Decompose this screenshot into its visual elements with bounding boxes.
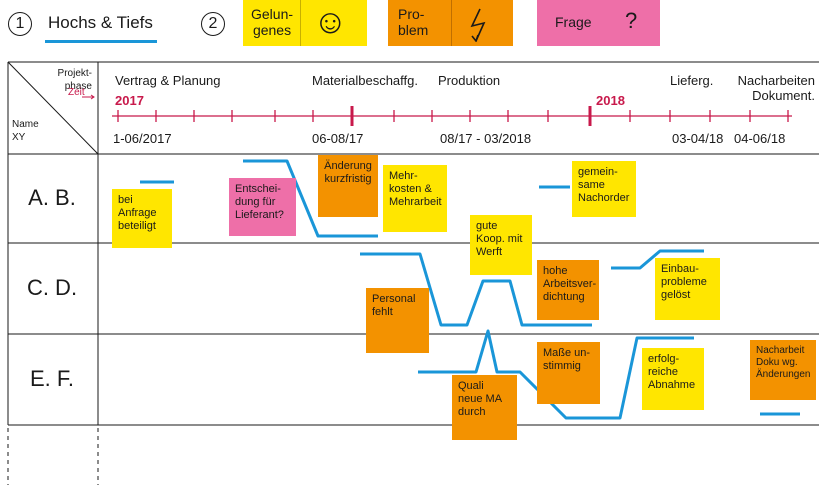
note-personal-fehlt: Personal fehlt <box>366 288 429 353</box>
row-label-ef: E. F. <box>29 366 74 391</box>
legend-problem-divider <box>451 0 452 46</box>
smiley-icon: ☺ <box>313 3 348 41</box>
note-aenderung-kurzfristig: Änderung kurzfristig <box>318 155 378 217</box>
legend-success-divider <box>300 0 301 46</box>
legend-question-label: Frage <box>555 14 592 30</box>
note-erfolgreiche-abnahme: erfolg- reiche Abnahme <box>642 348 704 410</box>
lightning-icon <box>468 8 490 47</box>
mood-curve-cd-end <box>611 249 704 270</box>
phase-produktion: Produktion <box>438 73 501 88</box>
date-3: 08/17 - 03/2018 <box>440 131 532 146</box>
header-diagonal <box>7 61 99 155</box>
date-1: 1-06/2017 <box>113 131 172 146</box>
question-mark-icon: ? <box>625 8 638 33</box>
date-4: 03-04/18 <box>672 131 724 146</box>
date-2: 06-08/17 <box>312 131 364 146</box>
note-gute-kooperation: gute Koop. mit Werft <box>470 215 532 275</box>
number-two-badge: 2 <box>201 12 225 36</box>
timeline-ticks <box>117 110 789 122</box>
note-mehrkosten: Mehr- kosten & Mehrarbeit <box>383 165 447 232</box>
legend-title: Hochs & Tiefs <box>48 13 153 32</box>
phase-vertrag-planung: Vertrag & Planung <box>115 73 221 88</box>
note-bei-anfrage: bei Anfrage beteiligt <box>112 189 172 248</box>
row-label-cd: C. D. <box>26 275 78 300</box>
year-2017: 2017 <box>115 93 144 108</box>
note-quali-neue-ma: Quali neue MA durch <box>452 375 517 440</box>
date-5: 04-06/18 <box>734 131 786 146</box>
legend-title-underline <box>45 40 157 43</box>
phase-nacharbeiten: Nacharbeiten Dokument. <box>737 73 815 103</box>
header-name-label: Name XY <box>12 119 39 143</box>
legend-question-box: Frage ? <box>537 0 660 46</box>
note-gemeinsame-nachorder: gemein- same Nachorder <box>572 161 636 217</box>
legend-success-label: Gelun- genes <box>251 6 294 38</box>
year-2018: 2018 <box>596 93 625 108</box>
note-hohe-arbeitsverdichtung: hohe Arbeitsver- dichtung <box>537 260 599 320</box>
number-one-badge: 1 <box>8 12 32 36</box>
header-zeit-label: Zeit <box>68 87 85 98</box>
legend-success-box: Gelun- genes ☺ <box>243 0 367 46</box>
mood-curve-ef-main <box>418 329 694 420</box>
header-projektphase-label: Projekt- phase <box>57 68 92 92</box>
note-nacharbeit-doku: Nacharbeit Doku wg. Änderungen <box>750 340 816 400</box>
note-einbauprobleme-geloest: Einbau- probleme gelöst <box>655 258 720 320</box>
note-masse-unstimmig: Maße un- stimmig <box>537 342 600 404</box>
row-label-ab: A. B. <box>28 185 76 210</box>
mood-curve-cd-main <box>360 252 592 327</box>
legend-problem-label: Pro- blem <box>398 6 429 38</box>
mood-curve-ab-main <box>243 159 378 238</box>
note-entscheidung-lieferant: Entschei- dung für Lieferant? <box>229 178 296 236</box>
phase-materialbeschaffung: Materialbeschaffg. <box>312 73 418 88</box>
legend-problem-box: Pro- blem <box>388 0 513 46</box>
phase-lieferung: Lieferg. <box>670 73 714 88</box>
